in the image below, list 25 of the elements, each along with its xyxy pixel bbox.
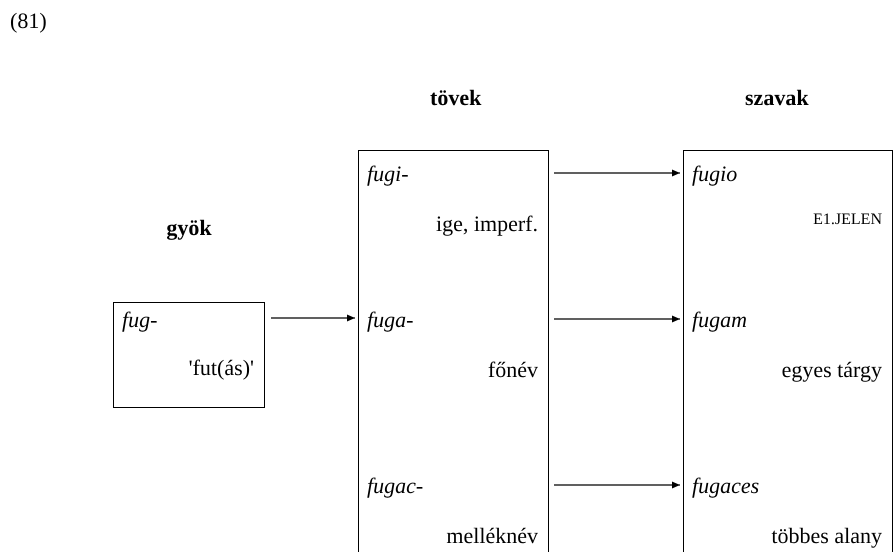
word-form: fugi- <box>367 161 409 187</box>
gloss-text: 'fut(ás)' <box>188 355 254 381</box>
example-number: (81) <box>10 8 47 34</box>
word-form: fuga- <box>367 307 414 333</box>
column-heading: szavak <box>745 85 809 111</box>
column-box <box>683 150 893 552</box>
gloss-text: ige, imperf. <box>436 211 538 237</box>
arrow <box>271 314 355 322</box>
gloss-text: többes alany <box>771 523 882 549</box>
gloss-text: E1.JELEN <box>813 211 882 229</box>
gloss-text: főnév <box>488 357 538 383</box>
word-form: fug- <box>122 307 158 333</box>
word-form: fugaces <box>692 473 760 499</box>
gloss-text: melléknév <box>446 523 538 549</box>
arrow <box>554 315 680 323</box>
word-form: fugac- <box>367 473 424 499</box>
column-box <box>358 150 549 552</box>
arrow <box>554 169 680 177</box>
root-box <box>113 302 265 408</box>
column-heading: gyök <box>165 215 213 241</box>
gloss-text: egyes tárgy <box>782 357 882 383</box>
word-form: fugam <box>692 307 747 333</box>
arrow <box>554 481 680 489</box>
column-heading: tövek <box>430 85 482 111</box>
word-form: fugio <box>692 161 738 187</box>
